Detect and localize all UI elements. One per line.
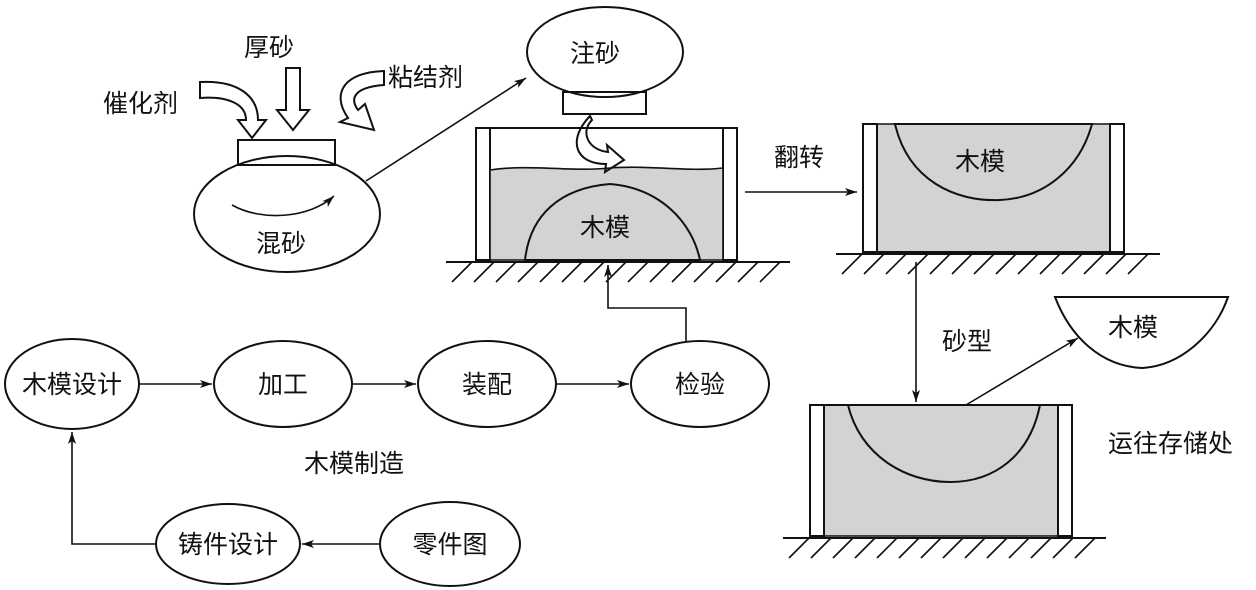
- pattern-removal-arrow: [965, 337, 1079, 406]
- flip-label: 翻转: [774, 143, 824, 172]
- sand-mold-body: [823, 404, 1059, 537]
- flask-right-wall: [722, 127, 738, 261]
- sand-mold-group: [783, 404, 1106, 559]
- pattern-making-caption: 木模制造: [304, 449, 404, 478]
- wood-pattern-in-flask: [523, 182, 702, 261]
- flipped-sand: [876, 123, 1111, 253]
- casting-design-label: 铸件设计: [178, 530, 278, 559]
- assembly-label: 装配: [462, 370, 512, 399]
- inspection-to-flask-arrow: [604, 265, 687, 342]
- sand-mold-label: 砂型: [942, 327, 992, 356]
- casting-design-to-pattern-design-arrow: [68, 432, 156, 545]
- pattern-making-flow: 木模设计 加工 装配 检验 铸件设计 零件图 木模制造: [4, 265, 770, 587]
- sand-pour-flow-arrow: [575, 114, 626, 174]
- machining-label: 加工: [258, 370, 308, 399]
- flipped-flask-right-wall: [1109, 123, 1125, 253]
- binder-input-arrow: [337, 69, 385, 132]
- pattern-design-label: 木模设计: [22, 370, 122, 399]
- binder-label: 粘结剂: [388, 63, 463, 92]
- inspection-node: [630, 340, 770, 428]
- mixer-label: 混砂: [256, 229, 306, 258]
- flipped-wood-pattern: [893, 123, 1094, 202]
- mixer-to-pour-arrow: [365, 77, 527, 182]
- mixer-inlet: [237, 139, 336, 166]
- flask-left-wall: [475, 127, 491, 261]
- mixer-vessel: [193, 155, 381, 273]
- thick-sand-input-arrow: [274, 67, 312, 132]
- catalyst-label: 催化剂: [103, 89, 178, 118]
- ground-under-mold: [783, 537, 1106, 559]
- part-drawing-label: 零件图: [412, 530, 487, 559]
- catalyst-input-arrow: [199, 80, 269, 140]
- sand-filling-group: 注砂 木模: [446, 6, 790, 283]
- removed-wood-pattern-label: 木模: [1108, 313, 1158, 342]
- sand-mixing-group: 厚砂 催化剂 粘结剂 混砂: [103, 33, 463, 273]
- ground-under-flipped-flask: [836, 253, 1160, 275]
- mixing-rotation-arrow: [231, 195, 335, 217]
- flipped-wood-pattern-label: 木模: [955, 147, 1005, 176]
- pour-sand-hopper: [526, 6, 684, 98]
- mold-flask-right-wall: [1057, 404, 1073, 537]
- pour-sand-label: 注砂: [570, 39, 620, 68]
- flipped-flask-group: 木模: [836, 123, 1160, 275]
- flipped-flask-left-wall: [862, 123, 878, 253]
- mold-flask-left-wall: [809, 404, 825, 537]
- to-storage-label: 运往存储处: [1108, 429, 1233, 458]
- wood-pattern-label: 木模: [580, 213, 630, 242]
- removed-wood-pattern: [1053, 296, 1230, 370]
- mold-cavity: [846, 404, 1042, 484]
- inspection-label: 检验: [675, 370, 725, 399]
- thick-sand-label: 厚砂: [244, 33, 294, 62]
- pour-sand-nozzle: [562, 91, 647, 115]
- ground-under-flask: [446, 261, 790, 283]
